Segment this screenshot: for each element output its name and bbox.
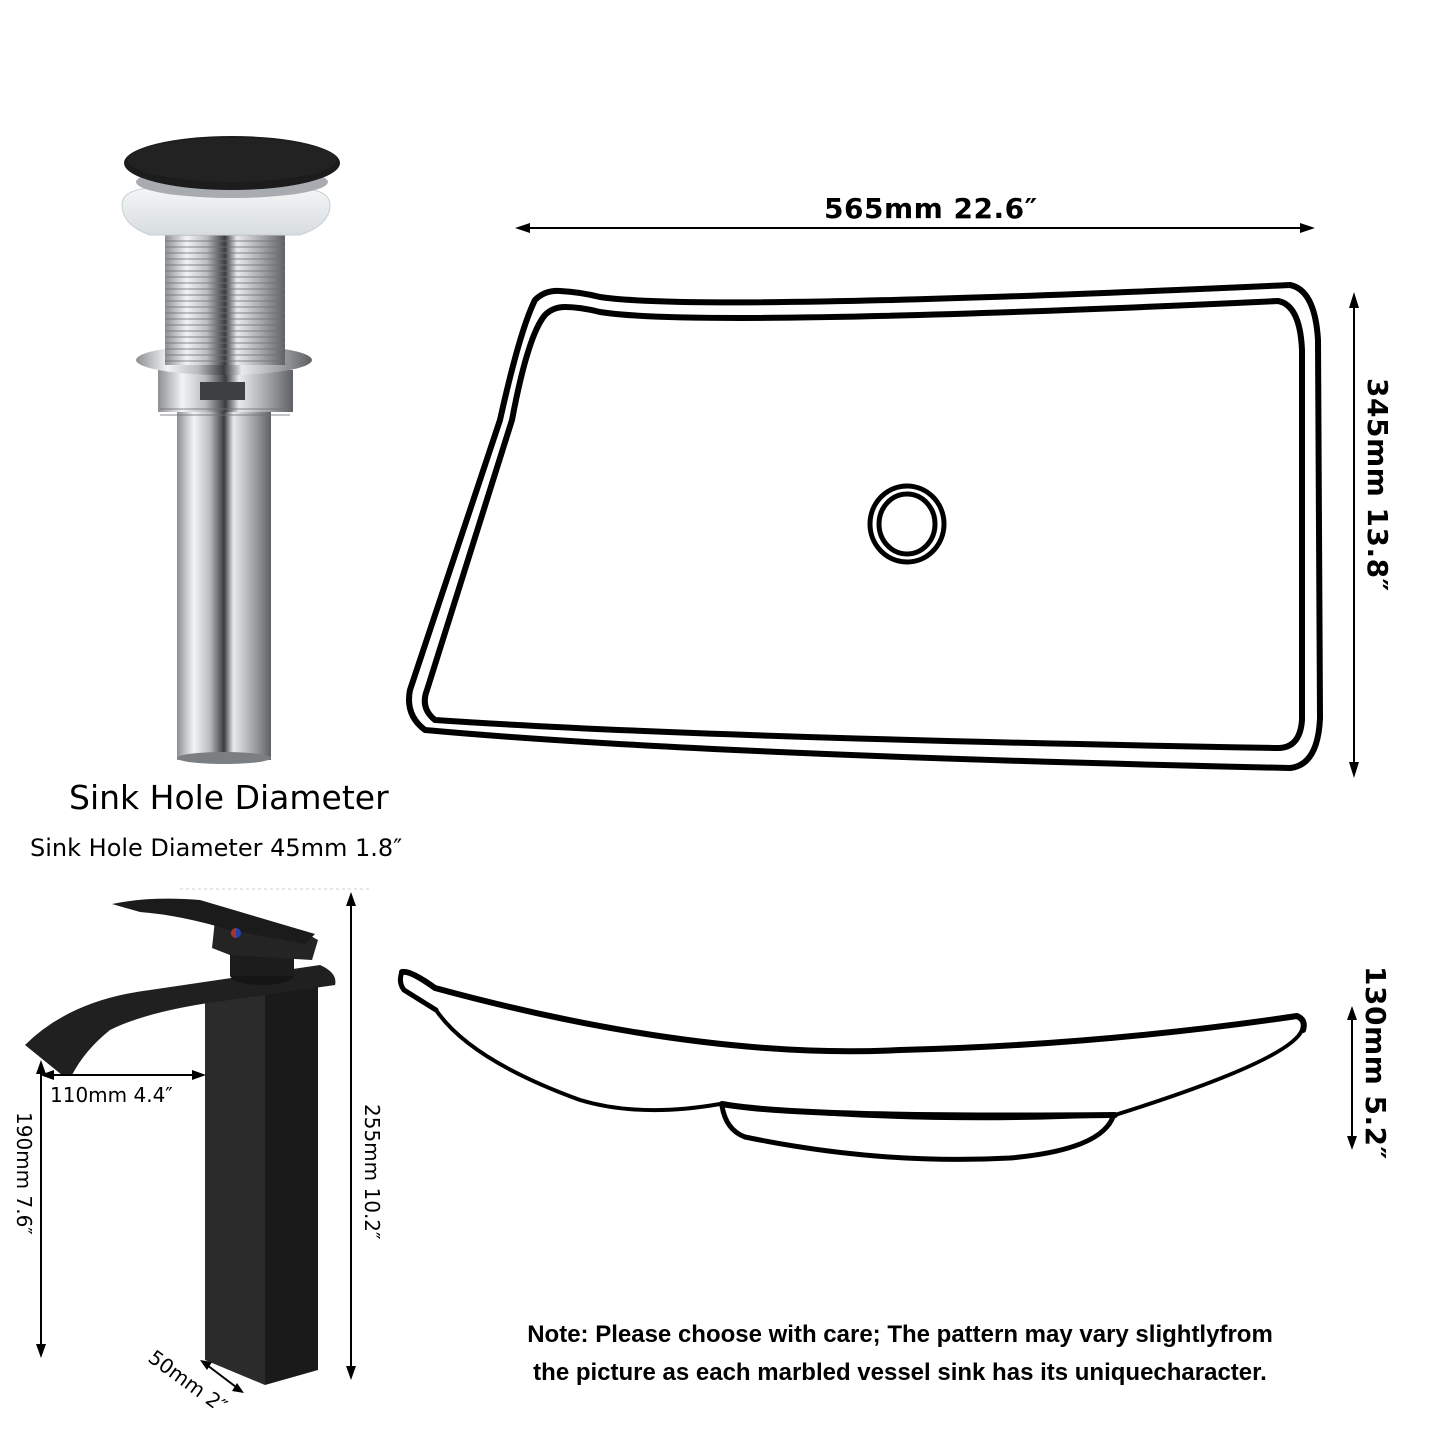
spout-height-label: 190mm 7.6″: [12, 1112, 36, 1235]
faucet-body: [205, 982, 265, 1385]
base-width-arrow: [202, 1361, 241, 1391]
faucet-lever: [112, 898, 315, 944]
note-line-2: the picture as each marbled vessel sink …: [533, 1359, 1267, 1386]
drain-title: Sink Hole Diameter: [69, 778, 389, 817]
product-note: Note: Please choose with care; The patte…: [400, 1316, 1400, 1392]
spout-reach-label: 110mm 4.4″: [50, 1083, 173, 1107]
drain-subtitle: Sink Hole Diameter 45mm 1.8″: [30, 834, 403, 862]
faucet-spout: [25, 965, 336, 1075]
sink-width-label: 565mm 22.6″: [824, 192, 1038, 225]
note-line-1: Note: Please choose with care; The patte…: [527, 1321, 1273, 1348]
total-height-label: 255mm 10.2″: [360, 1104, 384, 1240]
drain-hole-icon: [867, 483, 947, 565]
drain-tailpipe: [177, 400, 271, 760]
